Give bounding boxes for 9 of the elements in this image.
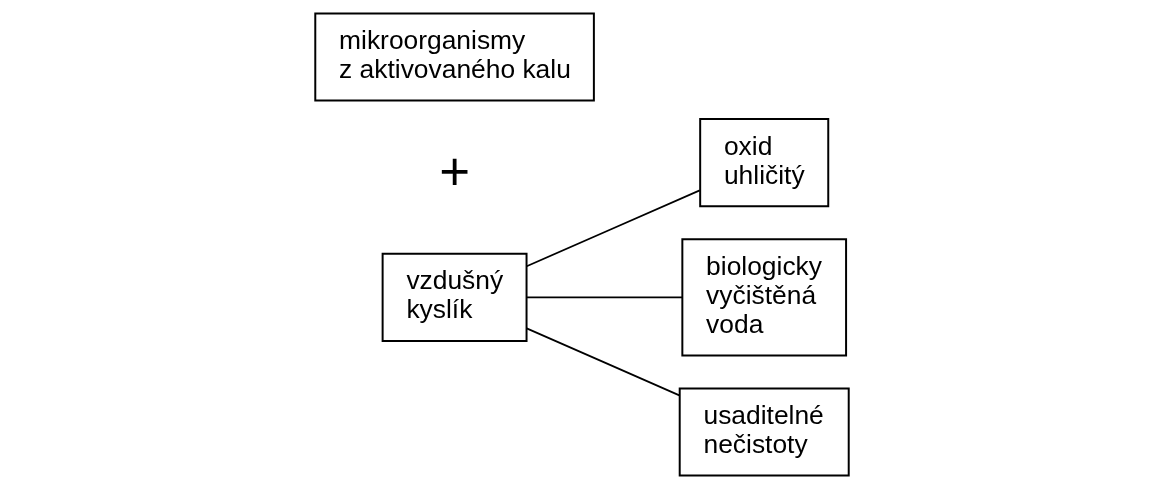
connector — [525, 296, 683, 299]
node-box: mikroorganismy z aktivovaného kalu — [313, 12, 595, 102]
node-box: vzdušný kyslík — [381, 252, 528, 342]
label: + — [438, 142, 470, 202]
connector — [525, 189, 701, 268]
node-box: biologicky vyčištěná voda — [680, 238, 847, 357]
node-box: usaditelné nečistoty — [678, 387, 850, 477]
connector — [525, 327, 680, 397]
node-box: oxid uhličitý — [698, 118, 829, 208]
